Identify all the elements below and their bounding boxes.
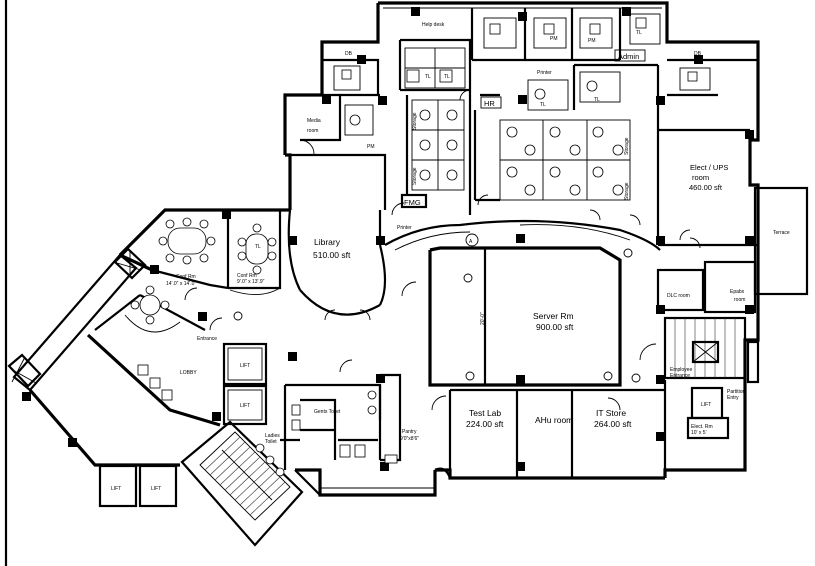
elect-rm-label: Elect. Rm xyxy=(691,424,713,430)
toilet-fixtures xyxy=(255,390,398,477)
lobby-label: LOBBY xyxy=(180,370,197,376)
ladies-toilet-label-2: Toilet xyxy=(265,439,277,445)
storage-label-1: Storage xyxy=(412,112,418,130)
section-marker-a: A xyxy=(469,239,473,245)
lift-label-1: LIFT xyxy=(240,363,250,369)
library-area: 510.00 sft xyxy=(313,250,351,260)
fmg-label: FMG xyxy=(404,198,421,207)
lift-label-2: LIFT xyxy=(240,403,250,409)
printer-label: Printer xyxy=(537,70,552,76)
pm-label-3: PM xyxy=(367,144,375,150)
pantry-label: Pantry xyxy=(402,429,417,435)
elect-ups-label-1: Elect / UPS xyxy=(690,163,728,172)
storage-label-2: Storage xyxy=(412,167,418,185)
elect-ups-area: 460.00 sft xyxy=(689,183,723,192)
ahu-room-label: AHu room xyxy=(535,415,573,425)
gents-toilet-label: Gents Toilet xyxy=(314,409,341,415)
test-lab-area: 224.00 sft xyxy=(466,419,504,429)
help-desk-label: Help desk xyxy=(422,22,445,28)
media-room-label-2: room xyxy=(307,128,318,134)
elect-ups-label-2: room xyxy=(692,173,709,182)
library-label: Library xyxy=(314,237,341,247)
admin-label: Admin xyxy=(618,52,639,61)
ladies-toilet-label-1: Ladies xyxy=(265,433,280,439)
dlc-room-label: DLC room xyxy=(667,293,690,299)
pm-label-1: PM xyxy=(550,36,558,42)
room-labels: Help desk DB DB TL TL TL TL TL TL PM PM … xyxy=(166,22,790,445)
test-lab-label: Test Lab xyxy=(469,408,501,418)
db-right-label: DB xyxy=(694,51,702,57)
conference-tables xyxy=(124,217,277,401)
entrance-label: Entrance xyxy=(197,336,217,342)
conf-rm-2-label: Conf Rm xyxy=(237,273,257,279)
lift-label-5: LIFT xyxy=(701,402,711,408)
employee-entrance-label-2: Entrance xyxy=(670,373,690,379)
hr-label: HR xyxy=(484,99,495,108)
storage-label-4: Storage xyxy=(624,182,630,200)
media-room-label-1: Media xyxy=(307,118,321,124)
server-rm-area: 900.00 sft xyxy=(536,322,574,332)
columns xyxy=(22,7,754,471)
lift-label-4: LIFT xyxy=(151,486,161,492)
partition-entry-label-2: Entry xyxy=(727,395,739,401)
conf-rm-1-label: Conf Rm xyxy=(176,274,196,280)
stair-lower-left xyxy=(199,431,291,521)
lift-label-3: LIFT xyxy=(111,486,121,492)
epabx-label-2: room xyxy=(734,297,745,303)
partition-entry-label-1: Partition xyxy=(727,389,746,395)
pm-label-2: PM xyxy=(588,38,596,44)
lifts-core: LIFT LIFT xyxy=(222,342,268,426)
tl-label-3: TL xyxy=(540,102,546,108)
door-swings xyxy=(184,89,701,411)
admin-label-box xyxy=(614,49,646,62)
hr-label-box xyxy=(480,96,502,109)
outer-walls xyxy=(7,1,809,547)
terrace-label: Terrace xyxy=(773,230,790,236)
column-markers xyxy=(233,233,641,383)
interior-walls xyxy=(94,8,760,478)
db-left-label: DB xyxy=(345,51,353,57)
conf-rm-2-dim: 9'.0" x 13'.9" xyxy=(237,279,265,285)
printer-small-label: Printer xyxy=(397,225,412,231)
lifts-lower-left: LIFT LIFT xyxy=(98,464,178,508)
it-store-label: IT Store xyxy=(596,408,626,418)
tl-label-4: TL xyxy=(594,97,600,103)
curved-features xyxy=(229,209,661,479)
epabx-label-1: Epabx xyxy=(730,289,745,295)
server-rm-label: Server Rm xyxy=(533,311,574,321)
dimension-label: 20'-0" xyxy=(480,312,486,325)
it-store-area: 264.00 sft xyxy=(594,419,632,429)
storage-label-3: Storage xyxy=(624,137,630,155)
tl-label-5: TL xyxy=(636,30,642,36)
tl-label-6: TL xyxy=(255,244,261,250)
conf-rm-1-dim: 14'.0" x 14'.0" xyxy=(166,281,196,287)
tl-label-2: TL xyxy=(444,74,450,80)
workstations xyxy=(333,13,711,201)
elect-rm-dim: 10' x 5' xyxy=(691,430,707,436)
tl-label-1: TL xyxy=(425,74,431,80)
pantry-dim: 9'0"x8'6" xyxy=(400,436,419,442)
employee-entrance-label-1: Employee xyxy=(670,367,692,373)
